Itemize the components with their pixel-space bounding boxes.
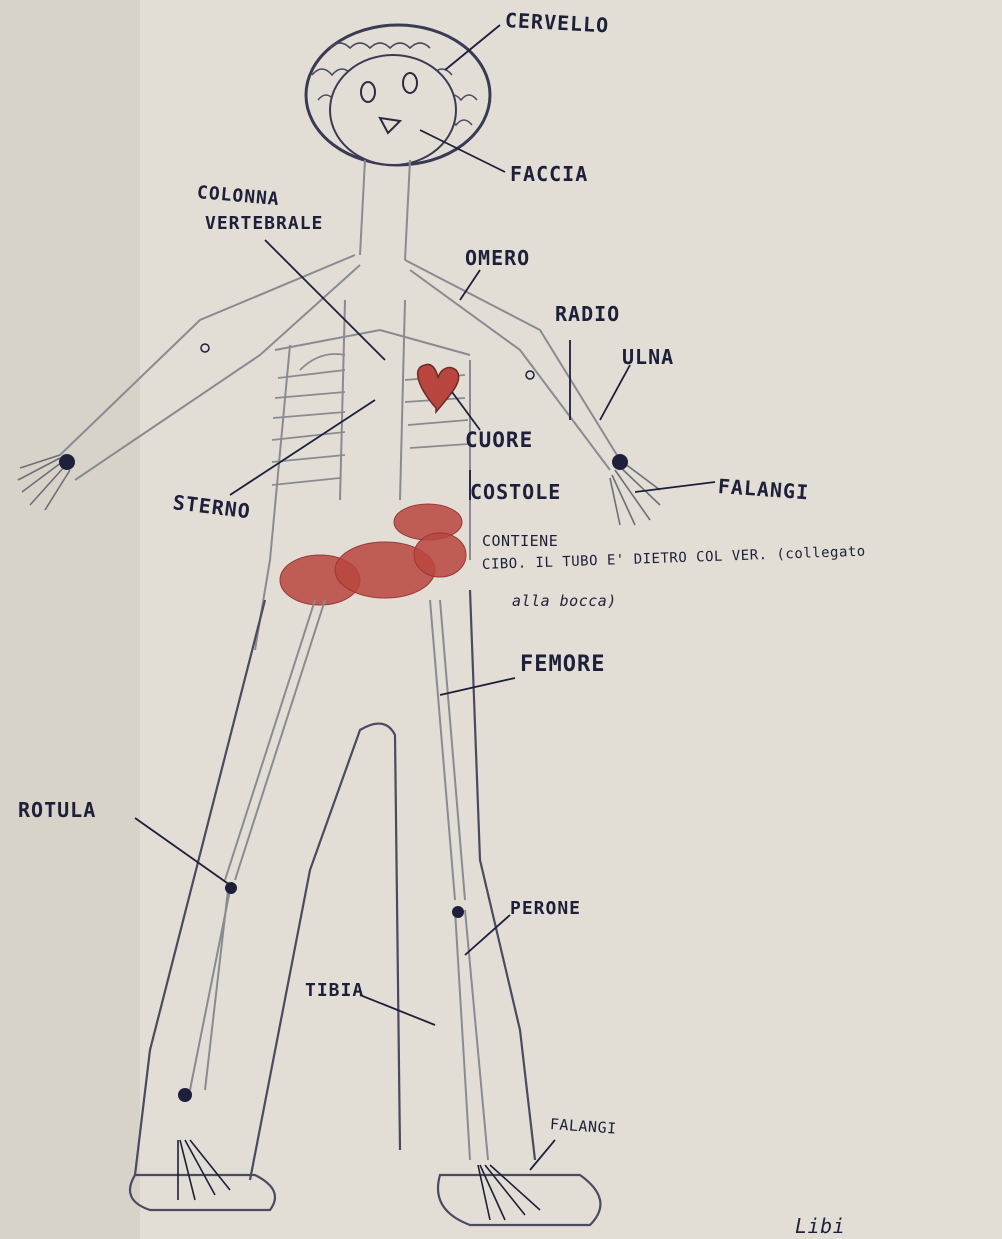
- left-wrist-dot: [59, 454, 75, 470]
- signature: Libi: [795, 1214, 845, 1238]
- label-ulna: ULNA: [622, 345, 674, 369]
- right-knee-dot: [452, 906, 464, 918]
- label-perone: PERONE: [510, 898, 581, 919]
- label-colonna-2: VERTEBRALE: [205, 213, 323, 234]
- label-costole: COSTOLE: [470, 480, 561, 504]
- label-faccia: FACCIA: [510, 162, 588, 186]
- right-wrist-dot: [612, 454, 628, 470]
- left-ankle-dot: [178, 1088, 192, 1102]
- face-outline: [330, 55, 456, 165]
- label-cuore: CUORE: [465, 428, 533, 452]
- label-stomach-3: alla bocca): [512, 592, 617, 610]
- label-femore: FEMORE: [520, 652, 605, 677]
- label-radio: RADIO: [555, 302, 620, 326]
- label-stomach-1: CONTIENE: [482, 532, 558, 550]
- label-tibia: TIBIA: [305, 980, 364, 1001]
- label-rotula: ROTULA: [18, 798, 96, 822]
- label-omero: OMERO: [465, 246, 530, 270]
